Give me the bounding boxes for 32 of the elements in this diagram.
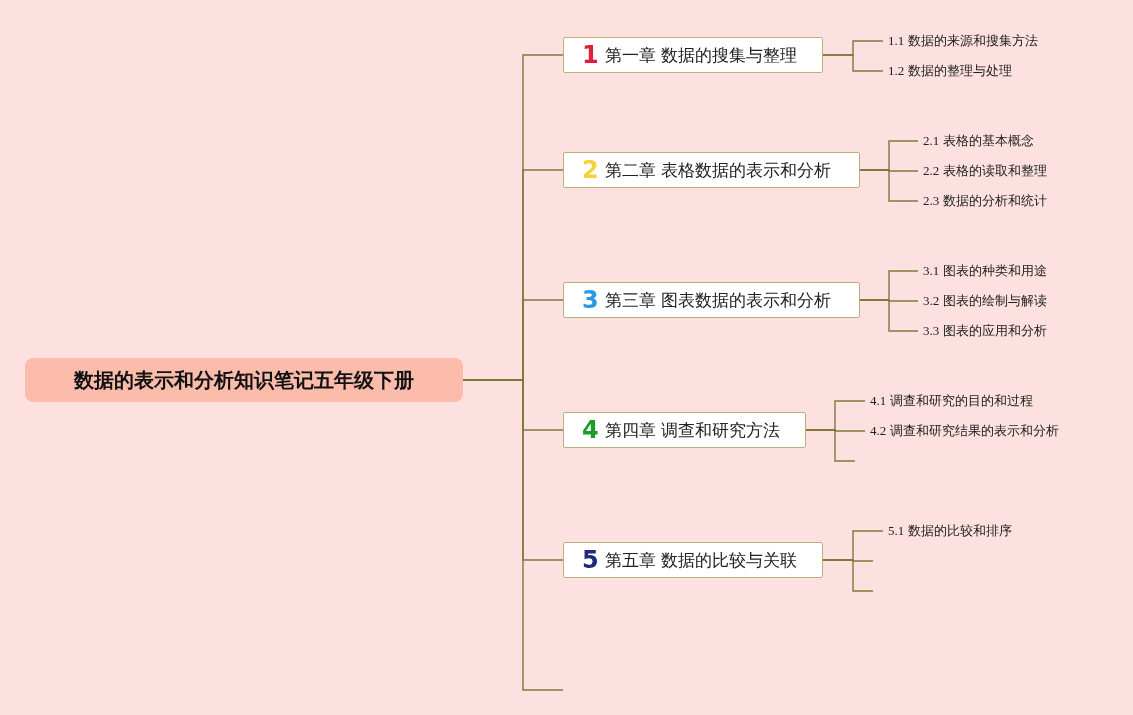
branch-line [805, 429, 856, 462]
subtopic-text: 2.1 表格的基本概念 [918, 132, 1034, 150]
chapter-box [563, 282, 860, 318]
subtopic-text: 2.3 数据的分析和统计 [918, 192, 1047, 210]
chapter-number: 2 [582, 156, 599, 184]
chapter-title: 第五章 数据的比较与关联 [604, 548, 798, 572]
subtopic-text: 4.2 调查和研究结果的表示和分析 [865, 422, 1059, 440]
chapter-number: 3 [582, 286, 599, 314]
chapter-number: 5 [582, 546, 599, 574]
subtopic-text: 2.2 表格的读取和整理 [918, 162, 1047, 180]
chapter-box [563, 542, 823, 578]
branch-line [822, 559, 874, 592]
subtopic-text: 3.1 图表的种类和用途 [918, 262, 1047, 280]
chapter-box [563, 37, 823, 73]
branch-line [822, 54, 884, 72]
subtopic-text: 3.3 图表的应用和分析 [918, 322, 1047, 340]
subtopic-text: 1.1 数据的来源和搜集方法 [883, 32, 1038, 50]
branch-line [859, 299, 919, 332]
chapter-number: 4 [582, 416, 599, 444]
chapter-box [563, 152, 860, 188]
subtopic-text: 4.1 调查和研究的目的和过程 [865, 392, 1033, 410]
branch-line [859, 169, 919, 202]
chapter-title: 第一章 数据的搜集与整理 [604, 43, 798, 67]
subtopic-text: 3.2 图表的绘制与解读 [918, 292, 1047, 310]
chapter-box [563, 412, 806, 448]
chapter-title: 第二章 表格数据的表示和分析 [604, 158, 832, 182]
chapter-number: 1 [582, 41, 599, 69]
chapter-title: 第三章 图表数据的表示和分析 [604, 288, 832, 312]
subtopic-text: 5.1 数据的比较和排序 [883, 522, 1012, 540]
chapter-title: 第四章 调查和研究方法 [604, 418, 781, 442]
central-topic: 数据的表示和分析知识笔记五年级下册 [25, 358, 463, 402]
subtopic-text: 1.2 数据的整理与处理 [883, 62, 1012, 80]
